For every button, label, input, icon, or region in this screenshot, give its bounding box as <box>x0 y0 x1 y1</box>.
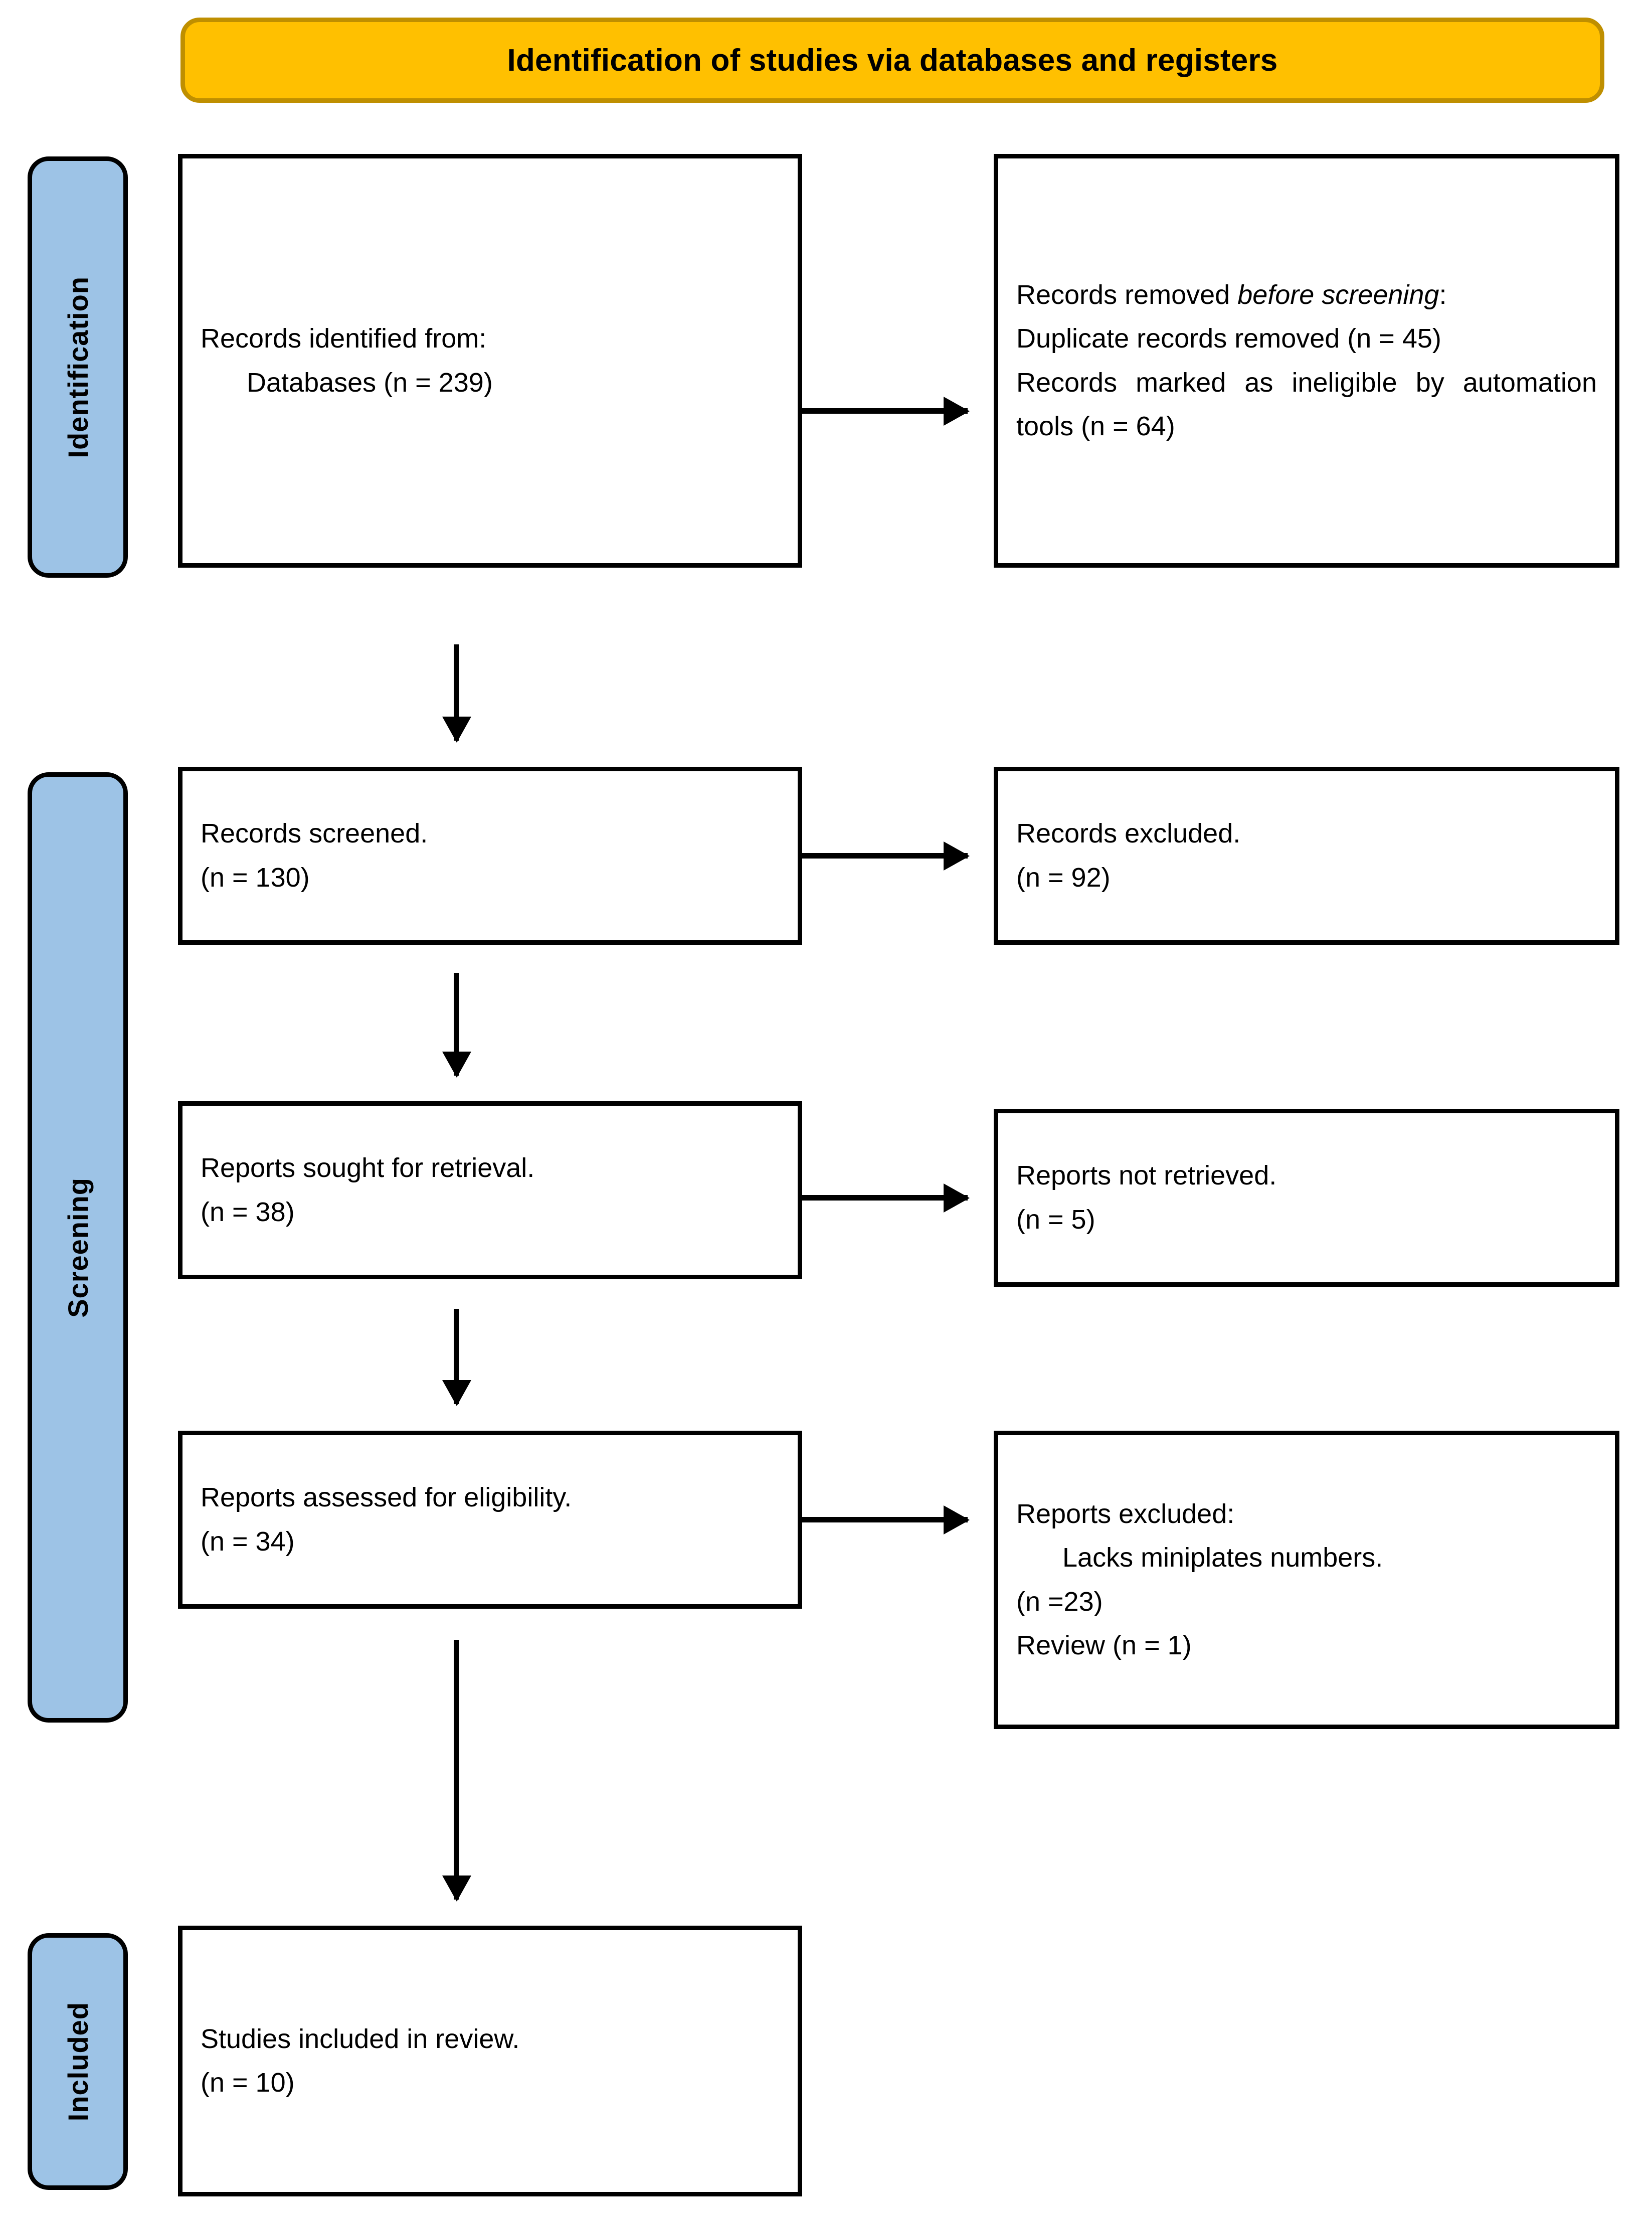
box-records-excluded: Records excluded. (n = 92) <box>994 767 1619 945</box>
records-removed-heading-normal: Records removed <box>1016 279 1238 310</box>
records-identified-line2: Databases (n = 239) <box>247 367 493 398</box>
stage-label-identification: Identification <box>28 156 128 578</box>
reports-sought-line1: Reports sought for retrieval. <box>201 1153 535 1183</box>
box-records-removed-before-screening: Records removed before screening: Duplic… <box>994 154 1619 568</box>
reports-excluded-line2: Lacks miniplates numbers. <box>1062 1543 1383 1573</box>
records-removed-heading: Records removed before screening: <box>1016 273 1597 317</box>
records-removed-heading-colon: : <box>1439 279 1447 310</box>
arrow-assessed-to-reports-excluded <box>802 1517 968 1522</box>
box-reports-sought: Reports sought for retrieval. (n = 38) <box>178 1101 802 1279</box>
studies-included-line1: Studies included in review. <box>201 2023 520 2054</box>
stage-label-screening: Screening <box>28 772 128 1723</box>
reports-not-retrieved-line1: Reports not retrieved. <box>1016 1160 1277 1191</box>
records-removed-heading-italic: before screening <box>1237 279 1439 310</box>
diagram-header-banner: Identification of studies via databases … <box>180 18 1604 103</box>
records-excluded-line1: Records excluded. <box>1016 818 1241 849</box>
arrow-screened-to-sought <box>454 973 459 1076</box>
arrow-screened-to-excluded <box>802 853 968 859</box>
records-removed-line2: Duplicate records removed (n = 45) <box>1016 323 1441 354</box>
stage-identification-text: Identification <box>62 276 94 458</box>
studies-included-line2: (n = 10) <box>201 2068 295 2098</box>
stage-screening-text: Screening <box>62 1177 94 1318</box>
reports-excluded-line1: Reports excluded: <box>1016 1498 1235 1529</box>
box-records-screened: Records screened. (n = 130) <box>178 767 802 945</box>
box-studies-included: Studies included in review. (n = 10) <box>178 1926 802 2196</box>
reports-not-retrieved-line2: (n = 5) <box>1016 1204 1095 1235</box>
stage-included-text: Included <box>62 2001 94 2122</box>
box-records-identified: Records identified from: Databases (n = … <box>178 154 802 568</box>
records-identified-line1: Records identified from: <box>201 323 487 354</box>
reports-excluded-line4: Review (n = 1) <box>1016 1630 1192 1660</box>
records-screened-line2: (n = 130) <box>201 862 310 893</box>
arrow-assessed-to-included <box>454 1640 459 1900</box>
box-reports-not-retrieved: Reports not retrieved. (n = 5) <box>994 1109 1619 1287</box>
reports-excluded-line3: (n =23) <box>1016 1586 1103 1617</box>
page-title: Identification of studies via databases … <box>507 43 1278 78</box>
reports-assessed-line2: (n = 34) <box>201 1526 295 1557</box>
box-reports-assessed: Reports assessed for eligibility. (n = 3… <box>178 1431 802 1609</box>
arrow-identified-to-screened <box>454 644 459 741</box>
records-removed-line3: Records marked as ineligible by automati… <box>1016 367 1597 441</box>
arrow-identified-to-removed <box>802 408 968 414</box>
records-screened-line1: Records screened. <box>201 818 428 849</box>
arrow-sought-to-assessed <box>454 1309 459 1404</box>
records-excluded-line2: (n = 92) <box>1016 862 1111 893</box>
reports-assessed-line1: Reports assessed for eligibility. <box>201 1482 572 1513</box>
stage-label-included: Included <box>28 1933 128 2190</box>
box-reports-excluded: Reports excluded: Lacks miniplates numbe… <box>994 1431 1619 1729</box>
arrow-sought-to-not-retrieved <box>802 1195 968 1201</box>
reports-sought-line2: (n = 38) <box>201 1197 295 1227</box>
